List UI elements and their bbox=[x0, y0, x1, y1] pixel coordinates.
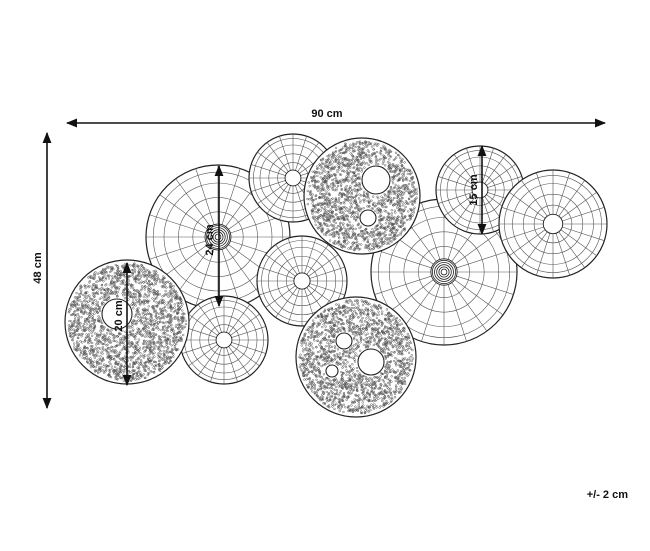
circle-discs-group bbox=[64, 133, 608, 418]
tolerance-note: +/- 2 cm bbox=[586, 489, 628, 501]
dotted-disc bbox=[303, 137, 421, 255]
dotted-disc-diameter-label: 20 cm bbox=[113, 300, 125, 331]
radial-disc bbox=[256, 235, 348, 327]
width-dimension-label: 90 cm bbox=[311, 108, 342, 120]
height-dimension-label: 48 cm bbox=[32, 252, 44, 283]
small-disc-diameter-label: 15 cm bbox=[468, 174, 480, 205]
dotted-disc bbox=[295, 296, 417, 418]
radial-disc bbox=[498, 169, 608, 279]
large-disc-diameter-label: 24 cm bbox=[204, 224, 216, 255]
radial-disc bbox=[179, 295, 269, 385]
radial-disc bbox=[370, 198, 518, 346]
